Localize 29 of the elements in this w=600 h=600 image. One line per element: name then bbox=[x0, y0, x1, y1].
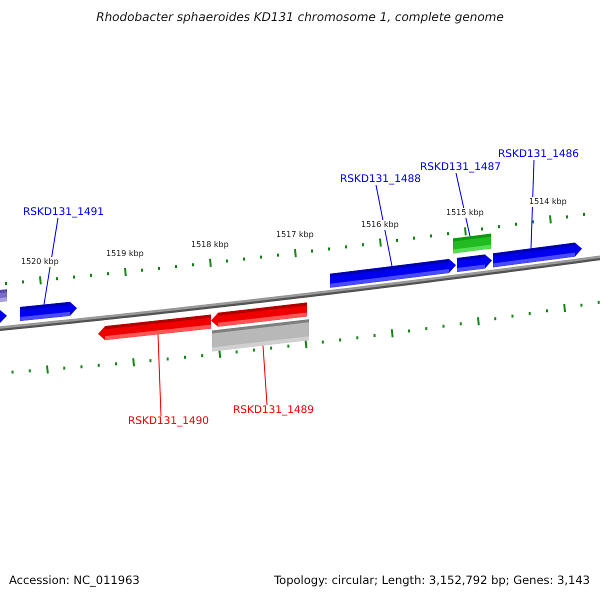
gene-label: RSKD131_1491 bbox=[23, 207, 104, 218]
genome-info-text: Topology: circular; Length: 3,152,792 bp; Genes: 3,143 bbox=[274, 575, 590, 586]
scale-label: 1516 kbp bbox=[360, 220, 400, 230]
gene-label: RSKD131_1486 bbox=[498, 149, 579, 160]
leader-line bbox=[158, 334, 162, 416]
gene-feature bbox=[0, 310, 7, 324]
diagram-title: Rhodobacter sphaeroides KD131 chromosome 1, complete genome bbox=[95, 11, 505, 23]
gene-label: RSKD131_1487 bbox=[420, 162, 501, 172]
scale-label: 1520 kbp bbox=[20, 257, 60, 268]
gene-feature bbox=[20, 302, 77, 321]
scale-label: 1517 kbp bbox=[275, 230, 315, 240]
leader-line bbox=[376, 184, 392, 267]
leader-line bbox=[262, 345, 268, 406]
leader-line bbox=[44, 218, 58, 306]
gene-label: RSKD131_1490 bbox=[128, 416, 209, 426]
gene-feature bbox=[98, 314, 211, 340]
gene-feature bbox=[212, 319, 309, 352]
scale-label: 1514 kbp bbox=[528, 196, 568, 207]
gene-label: RSKD131_1489 bbox=[233, 405, 314, 416]
scale-label: 1519 kbp bbox=[105, 248, 145, 259]
scale-label: 1518 kbp bbox=[190, 240, 230, 250]
gene-feature bbox=[330, 259, 456, 288]
gene-feature bbox=[457, 254, 492, 272]
gene-feature bbox=[0, 289, 7, 302]
gene-label: RSKD131_1488 bbox=[340, 174, 421, 184]
leader-line bbox=[530, 160, 534, 249]
gene-feature bbox=[453, 234, 491, 254]
scale-label: 1515 kbp bbox=[445, 208, 485, 218]
accession-text: Accession: NC_011963 bbox=[9, 575, 140, 586]
